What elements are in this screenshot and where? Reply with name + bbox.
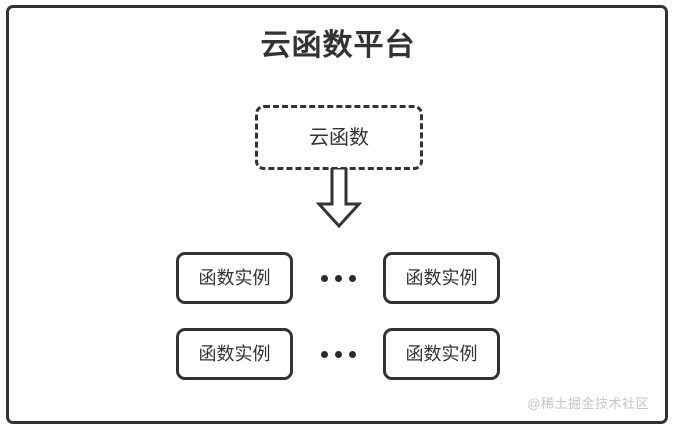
ellipsis-dot [320, 350, 328, 358]
instance-row: 函数实例 函数实例 [176, 252, 500, 304]
function-instance-label: 函数实例 [405, 268, 478, 288]
down-arrow-icon [316, 168, 362, 228]
function-instance-box: 函数实例 [383, 328, 500, 380]
ellipsis-dot [334, 350, 342, 358]
ellipsis-dot [348, 274, 356, 282]
function-instance-box: 函数实例 [176, 328, 293, 380]
ellipsis-icon [320, 252, 356, 304]
page-title: 云函数平台 [260, 29, 416, 62]
ellipsis-icon [320, 328, 356, 380]
ellipsis-dot [348, 350, 356, 358]
ellipsis-dot [334, 274, 342, 282]
watermark-text: @稀土掘金技术社区 [527, 396, 649, 411]
function-instance-label: 函数实例 [198, 344, 271, 364]
instance-row: 函数实例 函数实例 [176, 328, 500, 380]
function-instance-label: 函数实例 [405, 344, 478, 364]
cloud-function-label: 云函数 [309, 126, 369, 149]
ellipsis-dot [320, 274, 328, 282]
function-instance-box: 函数实例 [383, 252, 500, 304]
cloud-function-node: 云函数 [255, 105, 423, 170]
function-instance-box: 函数实例 [176, 252, 293, 304]
function-instance-label: 函数实例 [198, 268, 271, 288]
